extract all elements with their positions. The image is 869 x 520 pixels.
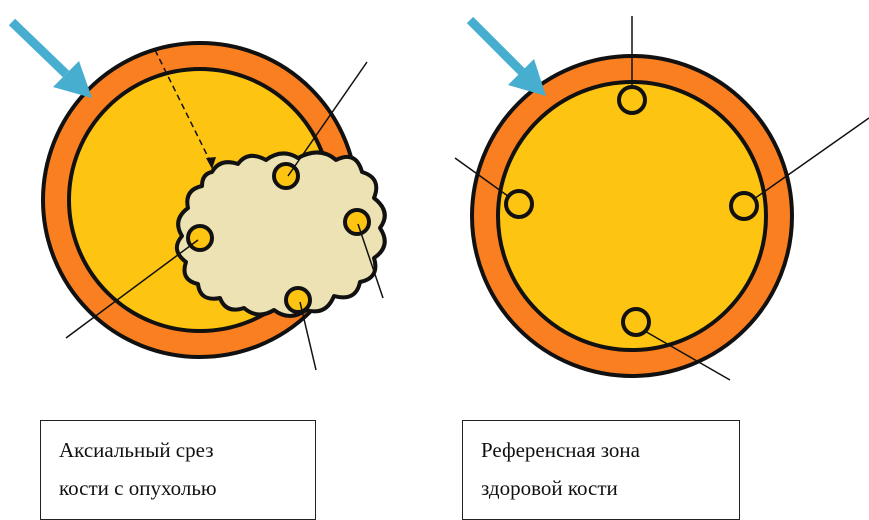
right-canal-bottom xyxy=(623,309,649,335)
right-canal-top xyxy=(619,87,645,113)
left-canal-bottom xyxy=(286,288,310,312)
left-canal-left xyxy=(188,226,212,250)
caption-reference-line1: Референсная зона xyxy=(481,431,739,469)
caption-tumor-line2: кости с опухолью xyxy=(59,469,315,507)
right-canal-right xyxy=(731,193,757,219)
caption-tumor-section: Аксиальный срез кости с опухолью xyxy=(40,420,316,520)
caption-reference-line2: здоровой кости xyxy=(481,469,739,507)
left-blue-arrow-icon xyxy=(12,22,92,98)
healthy-bone-reference xyxy=(455,16,869,380)
caption-tumor-line1: Аксиальный срез xyxy=(59,431,315,469)
right-blue-arrow-icon xyxy=(470,20,546,96)
left-canal-right xyxy=(345,210,369,234)
right-canal-left xyxy=(506,191,532,217)
caption-reference-zone: Референсная зона здоровой кости xyxy=(462,420,740,520)
bone-section-with-tumor xyxy=(12,22,385,370)
